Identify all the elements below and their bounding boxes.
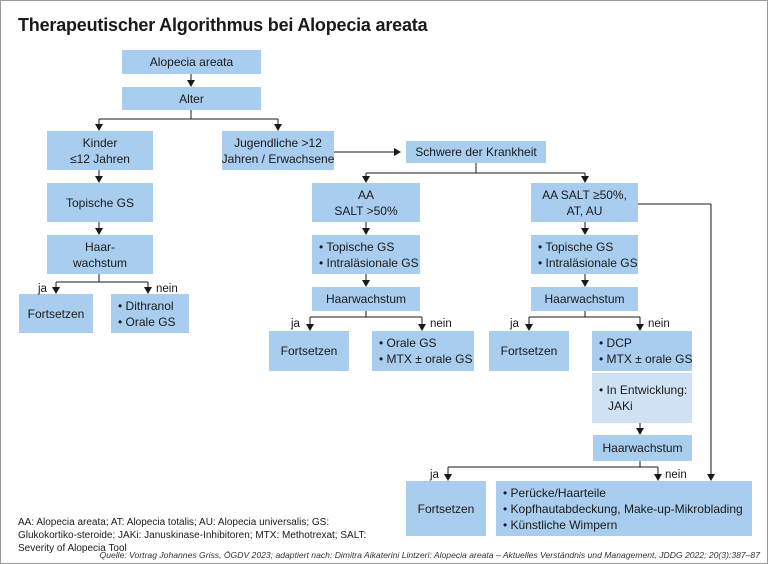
edge-label-ja-kinder: ja bbox=[38, 283, 47, 295]
node-jaki: • In Entwicklung: JAKi bbox=[592, 373, 692, 423]
node-aa-salt-50-nein-therapy: • Orale GS • MTX ± orale GS bbox=[372, 331, 474, 371]
node-aa-salt-ge50-line1: AA SALT ≥50%, bbox=[542, 187, 627, 202]
edge-label-nein-aa50: nein bbox=[430, 318, 452, 330]
node-final-haarwachstum: Haarwachstum bbox=[593, 435, 692, 461]
node-kinder-haarwachstum: Haar- wachstum bbox=[47, 235, 153, 274]
node-alter: Alter bbox=[122, 87, 261, 110]
node-alopecia-areata: Alopecia areata bbox=[122, 50, 261, 74]
node-kinder: Kinder ≤12 Jahren bbox=[47, 131, 153, 170]
node-aa-salt-ge50-dcp: • DCP bbox=[599, 336, 632, 350]
node-kinder-dithranol: • Dithranol bbox=[118, 298, 174, 313]
node-final-wimpern: • Künstliche Wimpern bbox=[503, 517, 618, 532]
node-final-peruecke: • Perücke/Haarteile bbox=[503, 485, 606, 500]
node-aa-salt-50-mtx: • MTX ± orale GS bbox=[379, 352, 473, 366]
node-aa-salt-50-line2: SALT >50% bbox=[334, 203, 398, 218]
node-final-haarwachstum-label: Haarwachstum bbox=[602, 441, 683, 455]
node-aa-salt-ge50-haarwachstum: Haarwachstum bbox=[531, 287, 638, 311]
node-aa-salt-ge50-therapy: • Topische GS • Intraläsionale GS bbox=[531, 235, 638, 274]
node-kinder-topische-gs-label: Topische GS bbox=[65, 195, 135, 210]
node-aa-salt-50-fortsetzen-label: Fortsetzen bbox=[280, 344, 338, 358]
edge-label-ja-aa50: ja bbox=[291, 318, 300, 330]
node-aa-salt-ge50-fortsetzen: Fortsetzen bbox=[489, 331, 569, 371]
node-aa-salt-50-orale-gs: • Orale GS bbox=[379, 336, 437, 350]
node-aa-salt-50-line1: AA bbox=[357, 187, 374, 202]
node-aa-salt-ge50-line2: AT, AU bbox=[566, 203, 603, 218]
node-aa-salt-ge50-nein-therapy: • DCP • MTX ± orale GS bbox=[592, 331, 692, 371]
node-aa-salt-ge50-mtx: • MTX ± orale GS bbox=[599, 352, 693, 366]
node-kinder-topische-gs: Topische GS bbox=[47, 183, 153, 222]
node-kinder-orale-gs: • Orale GS bbox=[118, 314, 176, 329]
node-jaki-line2: JAKi bbox=[608, 399, 633, 413]
node-final-kopfhautabdeckung: • Kopfhautabdeckung, Make-up-Mikrobladin… bbox=[503, 501, 743, 516]
source-citation: Quelle: Vortrag Johannes Griss, ÖGDV 202… bbox=[99, 550, 760, 560]
node-aa-salt-ge50-haarwachstum-label: Haarwachstum bbox=[544, 292, 625, 306]
page-title: Therapeutischer Algorithmus bei Alopecia… bbox=[18, 15, 428, 35]
node-aa-salt-50-intralaesionale: • Intraläsionale GS bbox=[319, 255, 419, 270]
edge-label-nein-final: nein bbox=[665, 469, 687, 481]
node-aa-salt-50-haarwachstum-label: Haarwachstum bbox=[325, 292, 407, 306]
node-kinder-haarwachstum-line1: Haar- bbox=[84, 239, 115, 254]
node-aa-salt-ge50-fortsetzen-label: Fortsetzen bbox=[500, 344, 558, 358]
node-kinder-line1: Kinder bbox=[82, 135, 118, 150]
node-alopecia-areata-label: Alopecia areata bbox=[149, 55, 234, 69]
node-jugendliche-line1: Jugendliche >12 bbox=[234, 135, 322, 150]
node-aa-salt-50-topische: • Topische GS bbox=[319, 239, 395, 254]
node-final-fortsetzen-label: Fortsetzen bbox=[417, 501, 475, 516]
node-kinder-fortsetzen-label: Fortsetzen bbox=[27, 306, 85, 321]
abbreviation-legend: AA: Alopecia areata; AT: Alopecia totali… bbox=[18, 517, 367, 554]
node-aa-salt-ge50: AA SALT ≥50%, AT, AU bbox=[531, 183, 638, 222]
node-aa-salt-50: AA SALT >50% bbox=[312, 183, 420, 222]
node-final-fortsetzen: Fortsetzen bbox=[406, 481, 486, 536]
node-alter-label: Alter bbox=[179, 91, 204, 106]
node-kinder-nein-therapy: • Dithranol • Orale GS bbox=[111, 294, 189, 333]
node-schwere: Schwere der Krankheit bbox=[406, 141, 546, 163]
node-aa-salt-ge50-intralaesionale: • Intraläsionale GS bbox=[538, 255, 638, 270]
edge-label-ja-final: ja bbox=[430, 469, 439, 481]
node-kinder-line2: ≤12 Jahren bbox=[70, 151, 130, 166]
edge-label-nein-aasalt: nein bbox=[648, 318, 670, 330]
node-final-nein-therapy: • Perücke/Haarteile • Kopfhautabdeckung,… bbox=[496, 481, 752, 536]
node-aa-salt-50-fortsetzen: Fortsetzen bbox=[269, 331, 349, 371]
edge-label-nein-kinder: nein bbox=[156, 283, 178, 295]
node-kinder-fortsetzen: Fortsetzen bbox=[19, 294, 93, 333]
node-aa-salt-50-haarwachstum: Haarwachstum bbox=[312, 287, 420, 311]
node-kinder-haarwachstum-line2: wachstum bbox=[72, 255, 128, 270]
node-jaki-line1: • In Entwicklung: bbox=[599, 383, 688, 397]
node-aa-salt-50-therapy: • Topische GS • Intraläsionale GS bbox=[312, 235, 420, 274]
node-aa-salt-ge50-topische: • Topische GS bbox=[538, 239, 614, 254]
edge-label-ja-aasalt: ja bbox=[510, 318, 519, 330]
node-schwere-label: Schwere der Krankheit bbox=[415, 145, 537, 159]
node-jugendliche-line2: Jahren / Erwachsene bbox=[221, 151, 335, 166]
node-jugendliche: Jugendliche >12 Jahren / Erwachsene bbox=[222, 131, 334, 170]
